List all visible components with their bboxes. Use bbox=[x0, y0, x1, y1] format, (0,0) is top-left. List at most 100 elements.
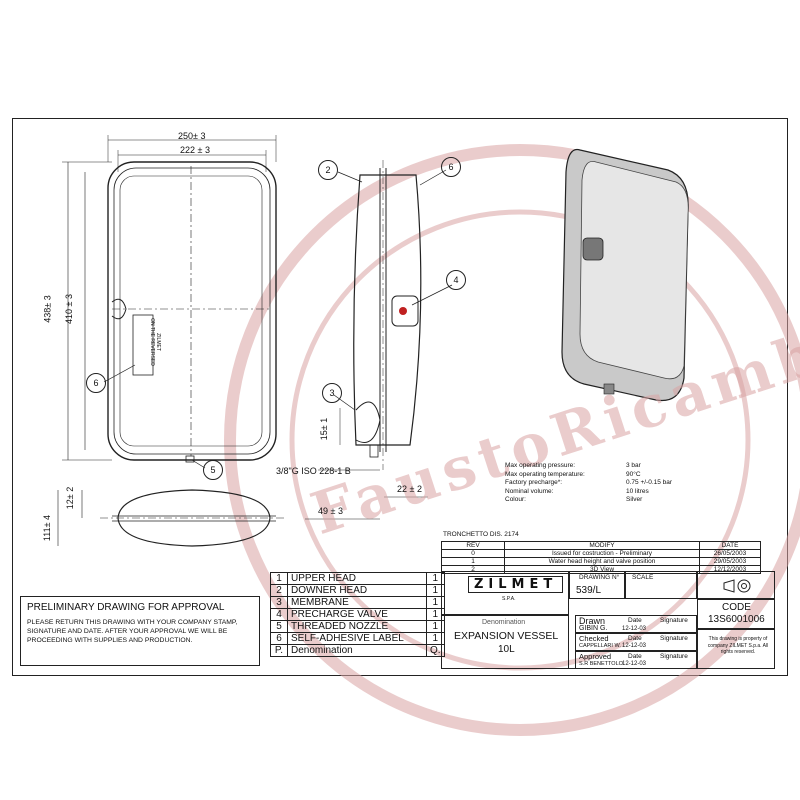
dim-inner-height: 410 ± 3 bbox=[63, 294, 74, 324]
revision-table: REV MODIFY DATE 0 Issued for costruction… bbox=[441, 541, 761, 574]
bom-pos: 5 bbox=[270, 620, 288, 633]
dim-side-offset: 49 ± 3 bbox=[318, 506, 343, 516]
approved-date: 12-12-03 bbox=[622, 661, 647, 667]
dim-nozzle-height: 15± 1 bbox=[319, 417, 330, 441]
rev-cell: Water head height and valve position bbox=[504, 557, 700, 566]
revision-header-row: REV MODIFY DATE bbox=[441, 541, 761, 550]
checked-by: CAPPELLARI W. bbox=[579, 643, 621, 649]
approved-date-label: Date bbox=[628, 653, 642, 660]
dim-overall-width: 250± 3 bbox=[178, 131, 206, 141]
dim-inner-width: 222 ± 3 bbox=[180, 145, 210, 155]
dim-thread: 3/8"G ISO 228-1 B bbox=[276, 466, 351, 476]
spec-value-colour: Silver bbox=[626, 496, 643, 503]
callout-leaders bbox=[103, 169, 453, 469]
denomination-value: EXPANSION VESSEL bbox=[454, 630, 559, 642]
drawn-row: Drawn GIBIN G. Date 12-12-03 Signature bbox=[575, 615, 697, 633]
spec-labels: Max operating pressure: Max operating te… bbox=[505, 462, 585, 505]
bom-desc: UPPER HEAD bbox=[287, 572, 427, 585]
bom-desc: MEMBRANE bbox=[287, 596, 427, 609]
drawn-by: GIBIN G. bbox=[579, 625, 608, 632]
checked-date-label: Date bbox=[628, 635, 642, 642]
drawn-date-label: Date bbox=[628, 617, 642, 624]
property-note: This drawing is property of company ZILM… bbox=[707, 636, 769, 655]
spec-label-volume: Nominal volume: bbox=[505, 487, 554, 495]
company-name: ZILMET bbox=[468, 576, 564, 593]
drawing-sheet-border bbox=[12, 118, 788, 676]
dim-nozzle-offset: 22 ± 2 bbox=[397, 484, 422, 494]
approval-notice-body: PLEASE RETURN THIS DRAWING WITH YOUR COM… bbox=[27, 619, 238, 644]
projection-symbol-cell bbox=[697, 571, 775, 599]
approved-row: Approved S.R BENETTOLO Date 12-12-03 Sig… bbox=[575, 651, 697, 669]
company-logo: ZILMET S.P.A. bbox=[441, 571, 569, 615]
company-sub: S.P.A. bbox=[502, 596, 516, 602]
denomination-cell: Denomination EXPANSION VESSEL 10L bbox=[441, 615, 569, 669]
scale-label: SCALE bbox=[632, 574, 654, 581]
rev-cell: 26/05/2003 bbox=[699, 549, 761, 558]
approved-by: S.R BENETTOLO bbox=[579, 661, 623, 667]
callout-6-top: 6 bbox=[441, 157, 461, 177]
tronchetto-ref: TRONCHETTO DIS. 2174 bbox=[443, 531, 519, 538]
spec-label-temperature: Max operating temperature: bbox=[505, 470, 585, 478]
spec-value-precharge: 0.75 +/-0.15 bar bbox=[626, 479, 673, 486]
projection-icon bbox=[723, 579, 751, 593]
bom-desc: PRECHARGE VALVE bbox=[287, 608, 427, 621]
front-view bbox=[62, 135, 277, 463]
code-value: 13S6001006 bbox=[708, 614, 765, 625]
property-note-cell: This drawing is property of company ZILM… bbox=[697, 629, 775, 669]
bom-pos: 6 bbox=[270, 632, 288, 645]
iso-3d-view bbox=[561, 148, 689, 402]
rev-cell: 0 bbox=[441, 549, 505, 558]
drawn-signature-label: Signature bbox=[660, 617, 688, 624]
code-label: CODE bbox=[722, 602, 751, 613]
callout-2: 2 bbox=[318, 160, 338, 180]
bom-pos: 4 bbox=[270, 608, 288, 621]
label-line-2: ON THE REVERSED bbox=[148, 318, 155, 366]
approval-notice-title: PRELIMINARY DRAWING FOR APPROVAL bbox=[27, 602, 225, 613]
drawn-label: Drawn bbox=[579, 616, 606, 626]
dim-overall-height: 438± 3 bbox=[42, 295, 53, 323]
rev-cell: 12/12/2003 bbox=[699, 565, 761, 574]
rev-cell: 29/05/2003 bbox=[699, 557, 761, 566]
code-cell: CODE 13S6001006 bbox=[697, 599, 775, 629]
spec-values: 3 bar 90°C 0.75 +/-0.15 bar 10 litres Si… bbox=[626, 462, 672, 505]
bom-desc: Denomination bbox=[287, 644, 427, 657]
table-row: 1 Water head height and valve position 2… bbox=[441, 557, 761, 566]
rev-header-rev: REV bbox=[441, 541, 505, 550]
table-row: 2 3D View 12/12/2003 bbox=[441, 565, 761, 574]
callout-4: 4 bbox=[446, 270, 466, 290]
bom-pos: P. bbox=[270, 644, 288, 657]
rev-header-date: DATE bbox=[699, 541, 761, 550]
rev-header-modify: MODIFY bbox=[504, 541, 700, 550]
bom-pos: 3 bbox=[270, 596, 288, 609]
label-line-1: ZILMET bbox=[154, 333, 161, 351]
spec-label-precharge: Factory precharge*: bbox=[505, 479, 563, 486]
denomination-label: Denomination bbox=[482, 619, 526, 626]
scale-cell: SCALE bbox=[625, 571, 697, 599]
bom-desc: THREADED NOZZLE bbox=[287, 620, 427, 633]
spec-label-pressure: Max operating pressure: bbox=[505, 462, 576, 469]
callout-5: 5 bbox=[203, 460, 223, 480]
drawing-number: 539/L bbox=[576, 585, 602, 596]
drawing-number-cell: DRAWING N° 539/L bbox=[569, 571, 625, 599]
bom-pos: 1 bbox=[270, 572, 288, 585]
checked-date: 12-12-03 bbox=[622, 643, 647, 649]
bom-desc: SELF-ADHESIVE LABEL bbox=[287, 632, 427, 645]
callout-6-front: 6 bbox=[86, 373, 106, 393]
drawn-date: 12-12-03 bbox=[622, 626, 647, 632]
rev-cell: Issued for costruction - Preliminary bbox=[504, 549, 700, 558]
bottom-view bbox=[57, 489, 285, 547]
bom-pos: 2 bbox=[270, 584, 288, 597]
drawing-number-label: DRAWING N° bbox=[579, 574, 620, 581]
spec-label-colour: Colour: bbox=[505, 496, 526, 503]
approved-label: Approved bbox=[579, 652, 612, 661]
checked-signature-label: Signature bbox=[660, 635, 688, 642]
dim-depth: 111± 4 bbox=[42, 514, 53, 542]
approval-notice: PRELIMINARY DRAWING FOR APPROVAL PLEASE … bbox=[20, 596, 260, 666]
